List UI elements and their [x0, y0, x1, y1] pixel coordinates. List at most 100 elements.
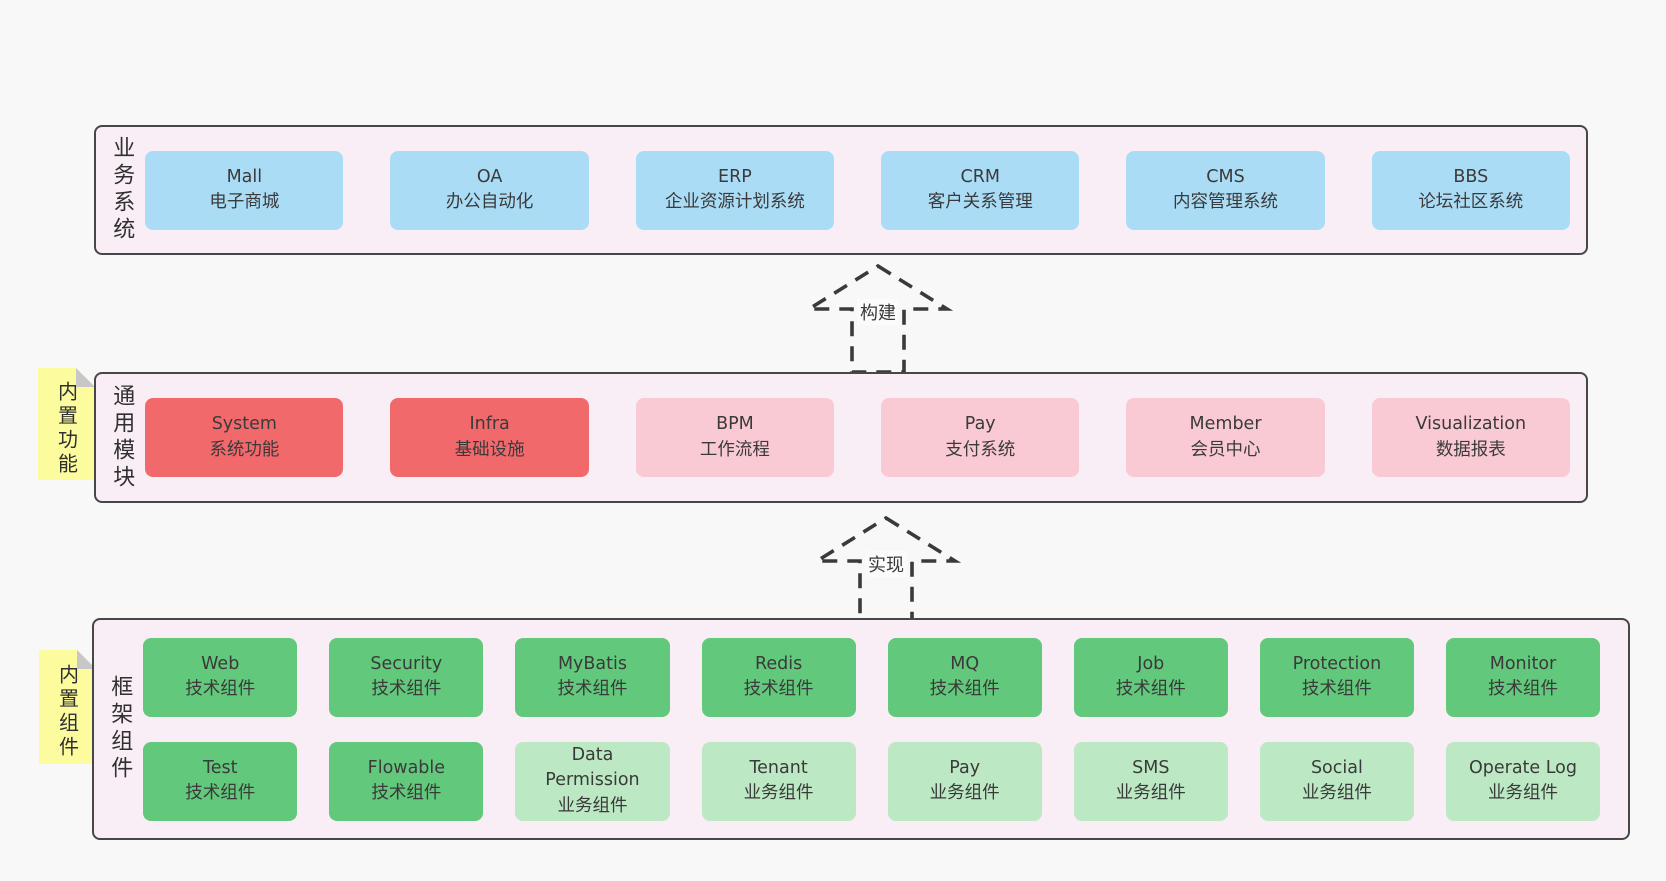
box-crm: CRM 客户关系管理 — [881, 150, 1080, 230]
box-subtitle: 技术组件 — [371, 679, 442, 699]
layer-label-common-modules: 通用模块 — [109, 383, 135, 492]
sticky-note-builtin-components: 内置组件 — [39, 650, 96, 764]
box-title: MyBatis — [557, 653, 627, 674]
box-title: OA — [476, 166, 503, 187]
box-subtitle: 内容管理系统 — [1173, 192, 1279, 212]
layer-business-systems: 业务系统 Mall 电子商城 OA 办公自动化 ERP 企业资源计划系统 CRM 客户关系管理… — [94, 125, 1588, 255]
box-title: Security — [370, 653, 443, 674]
arrow-implement-label: 实现 — [865, 551, 907, 577]
box-title: Flowable — [367, 757, 446, 778]
box-subtitle: 基础设施 — [454, 439, 525, 460]
box-social: Social 业务组件 — [1259, 741, 1414, 821]
box-pay: Pay 业务组件 — [887, 741, 1042, 821]
box-operate-log: Operate Log 业务组件 — [1445, 741, 1601, 821]
box-subtitle: 技术组件 — [743, 679, 814, 699]
arrow-implement: 实现 — [810, 513, 962, 627]
box-subtitle: 技术组件 — [557, 679, 628, 699]
box-subtitle: 业务组件 — [743, 783, 814, 803]
box-title: Data Permission — [545, 744, 640, 791]
box-infra: Infra 基础设施 — [390, 398, 589, 477]
box-subtitle: 技术组件 — [185, 783, 256, 803]
box-tenant: Tenant 业务组件 — [701, 741, 856, 821]
box-subtitle: 技术组件 — [371, 783, 442, 803]
box-subtitle: 业务组件 — [1488, 783, 1558, 803]
layer-common-modules: 通用模块 System 系统功能 Infra 基础设施 BPM 工作流程 Pay 支付系统 Me… — [94, 372, 1588, 503]
box-visualization: Visualization 数据报表 — [1371, 398, 1570, 477]
box-sms: SMS 业务组件 — [1073, 741, 1228, 821]
box-title: Pay — [949, 757, 981, 778]
box-title: CRM — [960, 166, 1000, 187]
box-title: Member — [1189, 414, 1262, 435]
box-title: Tenant — [749, 757, 808, 778]
box-title: BPM — [716, 414, 754, 435]
box-subtitle: 工作流程 — [699, 439, 770, 460]
box-subtitle: 技术组件 — [1301, 679, 1372, 699]
box-title: Operate Log — [1468, 757, 1578, 778]
box-subtitle: 业务组件 — [929, 783, 1000, 803]
box-erp: ERP 企业资源计划系统 — [635, 150, 835, 230]
box-subtitle: 技术组件 — [185, 679, 256, 699]
box-title: Mall — [226, 166, 263, 187]
box-oa: OA 办公自动化 — [390, 150, 589, 230]
arrow-build-label: 构建 — [857, 299, 899, 325]
box-title: Visualization — [1415, 414, 1527, 435]
box-title: SMS — [1132, 757, 1170, 778]
box-title: Job — [1137, 653, 1165, 674]
box-subtitle: 数据报表 — [1435, 439, 1506, 460]
box-subtitle: 企业资源计划系统 — [664, 192, 805, 212]
box-subtitle: 客户关系管理 — [927, 192, 1033, 212]
box-title: Social — [1310, 757, 1363, 778]
layer-label-framework-components: 框架组件 — [107, 675, 133, 783]
box-monitor: Monitor 技术组件 — [1445, 637, 1601, 717]
box-redis: Redis 技术组件 — [701, 637, 856, 717]
box-title: Web — [201, 653, 240, 674]
box-mall: Mall 电子商城 — [145, 150, 344, 230]
box-title: CMS — [1206, 166, 1245, 187]
box-subtitle: 技术组件 — [1488, 679, 1558, 699]
box-subtitle: 办公自动化 — [445, 192, 534, 212]
box-web: Web 技术组件 — [143, 637, 298, 717]
sticky-note-text: 内置功能 — [54, 381, 79, 477]
box-subtitle: 业务组件 — [557, 795, 628, 816]
box-title: Infra — [469, 414, 510, 435]
box-test: Test 技术组件 — [143, 741, 298, 821]
box-mybatis: MyBatis 技术组件 — [515, 637, 670, 717]
box-system: System 系统功能 — [145, 398, 344, 477]
layer-label-business-systems: 业务系统 — [109, 136, 135, 244]
box-bpm: BPM 工作流程 — [635, 398, 835, 477]
box-subtitle: 支付系统 — [945, 439, 1016, 460]
box-security: Security 技术组件 — [329, 637, 484, 717]
sticky-note-builtin-functions: 内置功能 — [38, 368, 95, 480]
box-title: System — [211, 414, 277, 435]
component-row: Mall 电子商城 OA 办公自动化 ERP 企业资源计划系统 CRM 客户关系管理 CMS 内容… — [145, 150, 1570, 230]
box-pay: Pay 支付系统 — [881, 398, 1080, 477]
box-title: Redis — [754, 653, 803, 674]
box-subtitle: 技术组件 — [1115, 679, 1186, 699]
box-flowable: Flowable 技术组件 — [329, 741, 484, 821]
box-job: Job 技术组件 — [1073, 637, 1228, 717]
box-subtitle: 业务组件 — [1301, 783, 1372, 803]
arrow-build: 构建 — [802, 261, 954, 375]
box-subtitle: 技术组件 — [929, 679, 1000, 699]
box-title: ERP — [718, 166, 752, 187]
sticky-note-text: 内置组件 — [55, 664, 80, 760]
layer-boxes-business-systems: Mall 电子商城 OA 办公自动化 ERP 企业资源计划系统 CRM 客户关系管理 CMS 内容… — [139, 127, 1586, 253]
box-title: Pay — [964, 414, 996, 435]
box-data-permission: Data Permission 业务组件 — [515, 741, 670, 821]
box-title: BBS — [1453, 166, 1489, 187]
box-title: Test — [203, 757, 238, 778]
box-subtitle: 电子商城 — [209, 192, 280, 212]
box-subtitle: 业务组件 — [1115, 783, 1186, 803]
box-title: Monitor — [1489, 653, 1557, 674]
box-cms: CMS 内容管理系统 — [1126, 150, 1325, 230]
box-subtitle: 系统功能 — [209, 439, 280, 460]
